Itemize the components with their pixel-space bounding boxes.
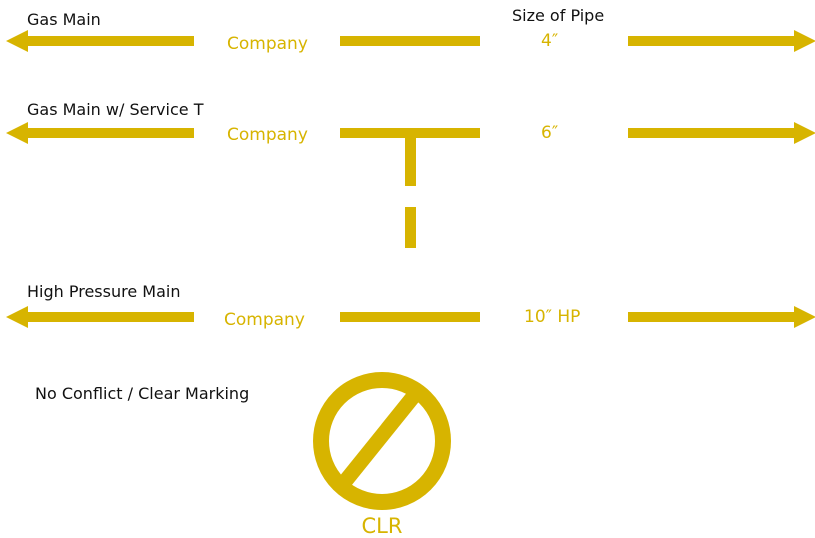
high-pressure-company: Company — [224, 310, 305, 330]
high-pressure-title: High Pressure Main — [27, 282, 181, 301]
size-of-pipe-header: Size of Pipe — [512, 6, 605, 25]
service-t-stem-lower — [405, 207, 416, 248]
high-pressure-marking — [6, 306, 815, 328]
no-conflict-icon — [313, 372, 451, 510]
clr-code: CLR — [361, 514, 403, 538]
gas-main-marking — [6, 30, 815, 52]
gas-main-company: Company — [227, 34, 308, 54]
service-t-left-arrow — [6, 122, 194, 144]
service-t-company: Company — [227, 125, 308, 145]
service-t-stem-upper — [405, 138, 416, 186]
gas-main-center-line — [340, 36, 480, 46]
service-t-title: Gas Main w/ Service T — [27, 100, 204, 119]
high-pressure-left-arrow — [6, 306, 194, 328]
service-t-marking — [6, 122, 815, 248]
high-pressure-right-arrow — [628, 306, 815, 328]
service-t-size: 6″ — [541, 123, 559, 143]
high-pressure-size: 10″ HP — [524, 307, 581, 327]
clear-marking-title: No Conflict / Clear Marking — [35, 384, 250, 403]
high-pressure-center-line — [340, 312, 480, 322]
gas-main-left-arrow — [6, 30, 194, 52]
gas-main-title: Gas Main — [27, 10, 101, 29]
service-t-center-line — [340, 128, 480, 138]
gas-main-size: 4″ — [541, 31, 559, 51]
gas-main-right-arrow — [628, 30, 815, 52]
service-t-right-arrow — [628, 122, 815, 144]
